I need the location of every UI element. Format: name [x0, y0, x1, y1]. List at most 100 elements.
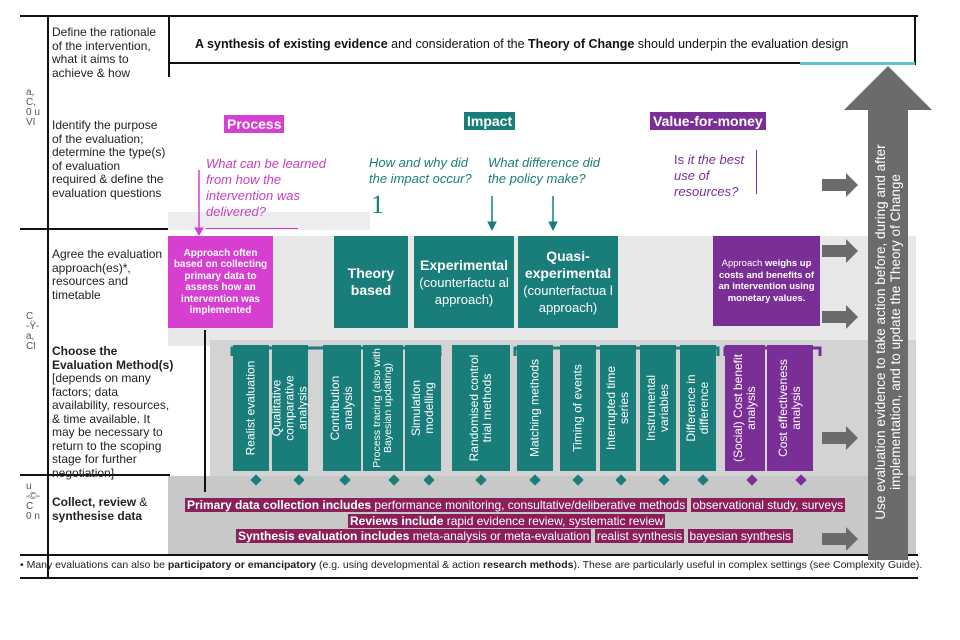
box-quasi-experimental: Quasi-experimental (counterfactua l appr…	[518, 236, 618, 328]
step-method-title: Choose the Evaluation Method(s)	[52, 344, 174, 372]
footer-top-line	[20, 554, 918, 556]
header-vfm: Value-for-money	[650, 112, 766, 130]
row-synth-b: bayesian synthesis	[687, 529, 793, 543]
center-divider	[168, 15, 170, 77]
row-reviews-bold: Reviews include	[350, 514, 444, 528]
side-arrow	[822, 173, 858, 197]
footnote-mid: (e.g. using developmental & action	[316, 559, 484, 571]
side-arrows	[822, 173, 858, 551]
row-synth-rest: meta-analysis or meta-evaluation	[409, 529, 590, 543]
footnote-bold-1: participatory or emancipatory	[167, 559, 317, 571]
banner-part4: should underpin the evaluation design	[634, 37, 849, 51]
row-primary-main: Primary data collection includes perform…	[185, 498, 688, 512]
box-vfm-pre: Approach	[721, 258, 765, 269]
method-cost-effectiveness: Cost effectiveness analysis	[767, 345, 813, 471]
footnote-pre: • Many evaluations can also be	[20, 559, 168, 571]
footnote-post: ). These are particularly useful in comp…	[573, 559, 923, 571]
question-vfm: Is it the best use of resources?	[674, 152, 754, 200]
box-experimental: Experimental (counterfactu al approach)	[414, 236, 514, 328]
banner-part1: A synthesis of existing evidence	[195, 37, 388, 51]
box-experimental-title: Experimental	[420, 256, 508, 273]
stray-mark: 1	[371, 190, 384, 219]
box-experimental-sub: (counterfactu al approach)	[419, 274, 509, 307]
step-purpose: Identify the purpose of the evaluation; …	[52, 118, 166, 200]
big-arrow-text: Use evaluation evidence to take action b…	[873, 144, 903, 520]
box-vfm-main: weighs up costs and benefits of an inter…	[718, 258, 815, 304]
step-collect: Collect, review & synthesise data	[52, 495, 164, 523]
banner-accent	[800, 62, 915, 65]
method-matching: Matching methods	[517, 345, 553, 471]
question-process: What can be learned from how the interve…	[206, 156, 326, 219]
method-instrumental-variables: Instrumental variables	[640, 345, 676, 471]
step-separator-2	[20, 474, 170, 476]
method-cost-benefit: (Social) Cost benefit analysis	[725, 345, 765, 471]
side-arrow	[822, 239, 858, 263]
box-vfm-text: Approach weighs up costs and benefits of…	[718, 258, 815, 304]
box-quasi-title: Quasi-experimental	[524, 248, 612, 281]
row-reviews-rest: rapid evidence review, systematic review	[443, 514, 664, 528]
step-method-detail: [depends on many factors; data availabil…	[52, 371, 170, 480]
side-arrow	[822, 426, 858, 450]
header-impact: Impact	[464, 112, 516, 130]
method-realist-evaluation: Realist evaluation	[233, 345, 269, 471]
box-process-text: Approach often based on collecting prima…	[173, 247, 268, 317]
arrow-process	[194, 170, 204, 237]
box-quasi-sub: (counterfactua l approach)	[523, 283, 613, 315]
banner-text: A synthesis of existing evidence and con…	[195, 37, 848, 51]
row-reviews-main: Reviews include rapid evidence review, s…	[348, 514, 666, 528]
arrow-impact-how	[487, 196, 497, 232]
row-reviews: Reviews include rapid evidence review, s…	[348, 514, 666, 528]
left-divider	[47, 15, 49, 577]
method-qca: Qualitative comparative analysis	[270, 345, 310, 471]
side-code-1: a, C, 0 u VI	[26, 87, 40, 128]
side-code-3: u -©- C 0 n	[26, 481, 41, 522]
step-define: Define the rationale of the intervention…	[52, 25, 157, 80]
header-process: Process	[224, 115, 285, 133]
box-process-approach: Approach often based on collecting prima…	[168, 236, 273, 328]
side-arrow	[822, 527, 858, 551]
question-vfm-is: Is	[674, 152, 685, 167]
step-collect-title: Collect, review	[52, 495, 137, 509]
side-arrow	[822, 305, 858, 329]
side-code-2: C -Ÿ- a, Cl	[26, 311, 40, 352]
footnote: • Many evaluations can also be participa…	[20, 559, 922, 571]
method-contribution-analysis: Contribution analysis	[323, 345, 361, 471]
arrow-impact-what	[548, 196, 558, 232]
method-rct: Randomised control trial methods	[452, 345, 510, 471]
method-process-tracing: Process tracing (also with Bayesian upda…	[363, 345, 403, 471]
step-separator-1	[20, 228, 170, 230]
footnote-bold-2: research methods	[483, 559, 574, 571]
row-primary-bold: Primary data collection includes	[187, 498, 372, 512]
banner-underline	[168, 62, 800, 64]
vfm-tick	[756, 150, 757, 194]
row-primary-rest: performance monitoring, consultative/del…	[371, 498, 686, 512]
banner-part3: Theory of Change	[528, 37, 635, 51]
question-process-underline	[206, 228, 298, 229]
box-theory-text: Theory based	[347, 265, 395, 298]
row-synthesis: Synthesis evaluation includes meta-analy…	[236, 529, 793, 543]
row-synth-a: realist synthesis	[594, 529, 685, 543]
row-synth-main: Synthesis evaluation includes meta-analy…	[236, 529, 592, 543]
question-impact-how: How and why did the impact occur?	[369, 155, 472, 186]
method-difference-in-difference: Difference in difference	[680, 345, 716, 471]
method-simulation-modelling: Simulation modelling	[405, 345, 441, 471]
banner-part2: and consideration of the	[387, 37, 529, 51]
step-collect-amp: &	[136, 495, 148, 509]
process-question-band	[168, 212, 370, 230]
step-collect-title-2: synthesise data	[52, 508, 143, 523]
right-border	[914, 15, 916, 65]
box-vfm-approach: Approach weighs up costs and benefits of…	[713, 236, 820, 326]
method-interrupted-time-series: Interrupted time series	[600, 345, 636, 471]
row-primary-data: Primary data collection includes perform…	[185, 498, 846, 512]
row-primary-extra: observational study, surveys	[690, 498, 846, 512]
step-method: Choose the Evaluation Method(s) [depends…	[52, 344, 174, 480]
box-theory-based: Theory based	[334, 236, 408, 328]
question-vfm-rest: it the best use of resources?	[674, 152, 745, 199]
row-synth-bold: Synthesis evaluation includes	[238, 529, 410, 543]
top-border	[20, 15, 918, 17]
big-up-arrow	[844, 66, 932, 560]
step-approach: Agree the evaluation approach(es)*, reso…	[52, 247, 163, 302]
footer-bottom-line	[20, 577, 918, 579]
